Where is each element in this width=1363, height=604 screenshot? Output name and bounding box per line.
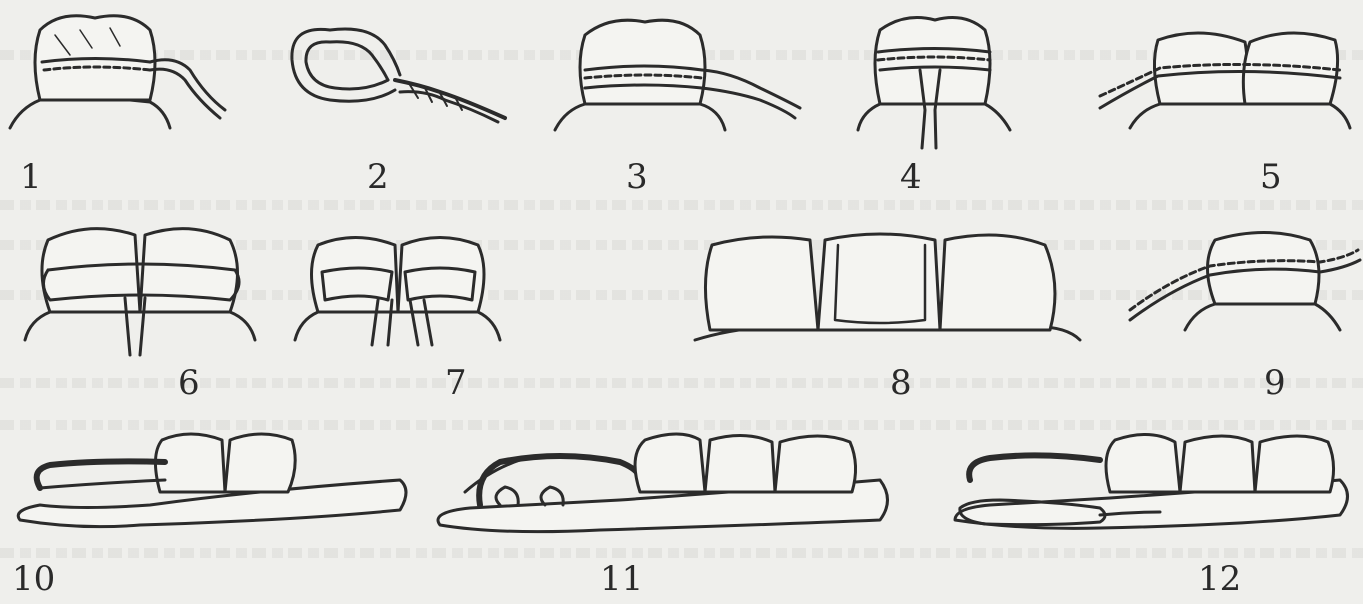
label-9: 9	[1264, 366, 1286, 400]
panel-2-drawing	[292, 29, 505, 122]
label-12: 12	[1198, 562, 1241, 596]
panel-10-drawing	[18, 434, 406, 527]
panel-5-drawing	[1100, 33, 1350, 128]
panel-1-drawing	[10, 16, 225, 128]
panel-4-drawing	[858, 18, 1010, 148]
label-4: 4	[900, 160, 922, 194]
label-11: 11	[600, 562, 643, 596]
label-8: 8	[890, 366, 912, 400]
panel-8-drawing	[695, 234, 1080, 340]
panel-7-drawing	[295, 238, 500, 346]
panel-11-drawing	[438, 434, 888, 532]
label-6: 6	[178, 366, 200, 400]
panel-6-drawing	[25, 229, 255, 355]
label-3: 3	[626, 160, 648, 194]
panel-3-drawing	[555, 20, 800, 130]
panel-12-drawing	[955, 434, 1348, 528]
label-2: 2	[367, 160, 389, 194]
label-7: 7	[445, 366, 467, 400]
label-5: 5	[1260, 160, 1282, 194]
panel-9-drawing	[1130, 233, 1360, 331]
label-10: 10	[12, 562, 55, 596]
label-1: 1	[20, 160, 42, 194]
